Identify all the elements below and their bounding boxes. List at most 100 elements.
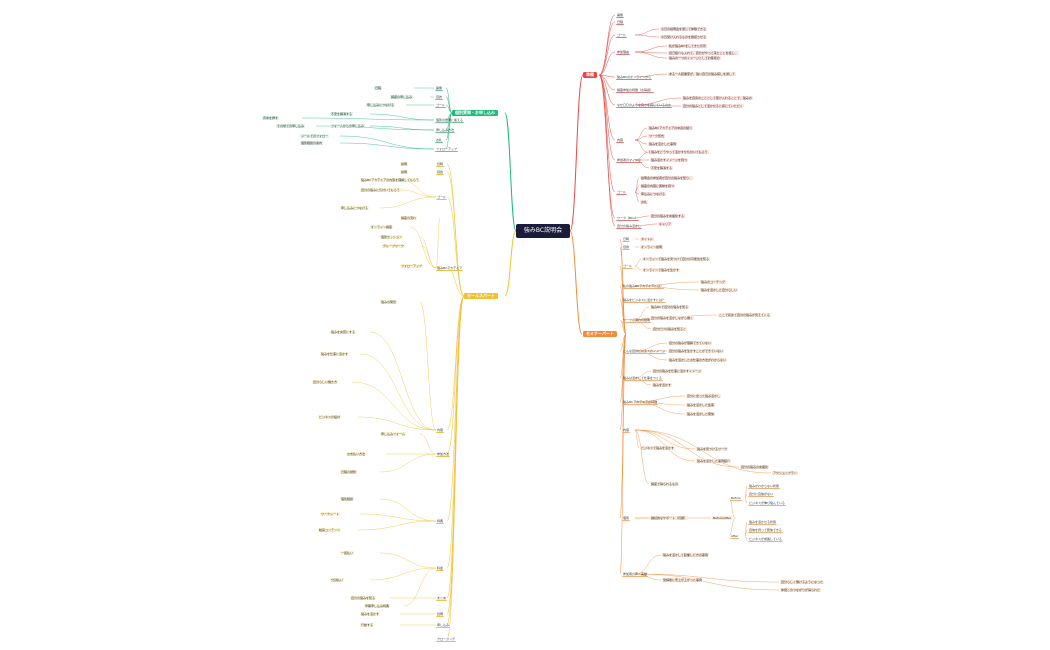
mindmap-node[interactable]: 目的 xyxy=(436,170,445,175)
mindmap-node[interactable]: 自分の強みを言語化する xyxy=(650,214,686,218)
mindmap-node[interactable]: 強みを自身のこととして受け入れることで、強みの xyxy=(682,96,753,100)
mindmap-node[interactable]: 自分に自信がない xyxy=(748,492,775,497)
mindmap-node[interactable]: キャリア xyxy=(658,222,673,226)
mindmap-node[interactable]: 料金 xyxy=(436,566,445,571)
mindmap-node[interactable]: 説明 xyxy=(400,170,409,174)
mindmap-node[interactable]: 個別セッション xyxy=(380,235,404,239)
branch-prep[interactable]: 準備 xyxy=(583,72,597,78)
mindmap-node[interactable]: 参加方法 xyxy=(436,452,451,457)
mindmap-node[interactable]: 日時 xyxy=(436,162,445,167)
mindmap-node[interactable]: 自分の強みを活かしながら働く xyxy=(650,316,695,320)
mindmap-node[interactable]: 自分に合った強み活かし xyxy=(686,394,722,398)
mindmap-node[interactable]: 参加者のマインド xyxy=(616,158,643,163)
mindmap-node[interactable]: 受講後に売上が上がった事例 xyxy=(662,578,704,582)
mindmap-node[interactable]: ゴール xyxy=(622,264,634,269)
mindmap-node[interactable]: 早期申し込み特典 xyxy=(364,604,391,608)
mindmap-node[interactable]: 個別相談の案内 xyxy=(300,141,324,145)
mindmap-node[interactable]: 自分の強みを知る xyxy=(350,596,377,600)
mindmap-node[interactable]: フォームからの申し込み xyxy=(330,124,365,128)
mindmap-node[interactable]: ビジネスが成長している xyxy=(748,537,783,542)
mindmap-node[interactable]: 開催 xyxy=(435,86,444,91)
mindmap-node[interactable]: 強みを活かしたお仕事の方法がわからない xyxy=(668,358,728,362)
mindmap-node[interactable]: 強みの発見 xyxy=(380,300,398,304)
mindmap-node[interactable]: 強みを活かせる状態 xyxy=(748,520,778,525)
mindmap-node[interactable]: 個別相談 xyxy=(340,497,355,501)
mindmap-node[interactable]: 自分の強みに気付いてもらう xyxy=(360,188,401,192)
mindmap-node[interactable]: 強みのコーチング xyxy=(700,280,727,284)
mindmap-node[interactable]: 自分の強みが理解できていない xyxy=(668,341,713,345)
mindmap-node[interactable]: 特典 xyxy=(436,519,445,524)
mindmap-node[interactable]: 申し込みにつなげる xyxy=(366,103,396,107)
mindmap-node[interactable]: Before/After xyxy=(712,516,733,520)
mindmap-node[interactable]: 強みは活かして仕事をつくる xyxy=(622,376,663,381)
mindmap-node[interactable]: 強みをビジネスに活かすには？ xyxy=(622,298,667,303)
mindmap-node[interactable]: お支払い方法 xyxy=(346,452,367,456)
mindmap-node[interactable]: 動画コンテンツ xyxy=(318,528,342,532)
mindmap-node[interactable]: 自分の強みを仕事に活かすイメージ xyxy=(652,369,702,373)
mindmap-node[interactable]: ゴール xyxy=(616,190,628,195)
mindmap-node[interactable]: 強みを仕事に活かす xyxy=(320,352,350,356)
mindmap-node[interactable]: 日時 xyxy=(622,237,631,242)
mindmap-node[interactable]: 私の強みBCアカデミアとは？ xyxy=(622,284,665,289)
mindmap-node[interactable]: 日程 xyxy=(616,20,625,25)
mindmap-node[interactable]: 説明会の参加者が自分の強みを知り、 xyxy=(640,176,693,180)
mindmap-node[interactable]: ゴール xyxy=(436,195,448,200)
mindmap-node[interactable]: 強みを活かして起業した方の事例 xyxy=(662,553,709,557)
mindmap-node[interactable]: ビジネスで強みを活かす xyxy=(640,446,676,450)
mindmap-node[interactable]: 強みを言葉にする xyxy=(330,330,357,334)
mindmap-node[interactable]: 目的 xyxy=(622,245,631,250)
mindmap-node[interactable]: 強みをどうやって活かすか気付いてもらう xyxy=(650,150,709,154)
mindmap-node[interactable]: 今日の説明会を通じて体験できる xyxy=(660,27,707,31)
mindmap-node[interactable]: アクションプラン xyxy=(772,471,798,475)
mindmap-node[interactable]: 自信を持って発信できる xyxy=(748,528,783,533)
mindmap-node[interactable]: 申し込みフォーム xyxy=(380,432,406,436)
mindmap-node[interactable]: フォローアップ xyxy=(400,264,423,268)
mindmap-node[interactable]: 申し込み xyxy=(436,623,451,628)
mindmap-node[interactable]: お礼 xyxy=(640,200,649,204)
mindmap-node[interactable]: 私が強みBCをしてきた背景 xyxy=(668,44,707,48)
mindmap-node[interactable]: 強みBCアカデミアの特徴 xyxy=(622,400,659,405)
mindmap-node[interactable]: 行動する xyxy=(360,623,375,627)
mindmap-node[interactable]: ワークシート xyxy=(320,512,341,516)
mindmap-node[interactable]: 日程 xyxy=(374,86,383,90)
branch-sales[interactable]: セールスパート xyxy=(464,293,498,299)
mindmap-node[interactable]: 強みBCアカデミア xyxy=(436,266,464,271)
mindmap-node[interactable]: ワーク形式 xyxy=(648,134,666,138)
mindmap-node[interactable]: 強みBCで自分の強みを知る xyxy=(650,305,690,309)
mindmap-node[interactable]: 自分らしい働き方 xyxy=(312,380,339,384)
mindmap-node[interactable]: 説明 xyxy=(400,162,409,166)
mindmap-node[interactable]: ワークの流れの説明 xyxy=(622,318,652,323)
mindmap-node[interactable]: After xyxy=(730,534,740,539)
mindmap-node[interactable]: 今日受け入れるものを確認させる xyxy=(660,35,708,39)
mindmap-node[interactable]: ゴール xyxy=(435,103,447,108)
mindmap-node[interactable]: 質問 xyxy=(436,612,445,617)
mindmap-node[interactable]: 講座の流れ xyxy=(400,216,418,220)
mindmap-node[interactable]: 自分だけの強みを知ると xyxy=(652,327,688,331)
mindmap-node[interactable]: 講座参加の特徴（お得感） xyxy=(616,88,655,93)
mindmap-node[interactable]: 一括払い xyxy=(340,551,355,555)
mindmap-node[interactable]: 個別 xyxy=(622,516,631,521)
mindmap-node[interactable]: 強みBCアカデミアの内容を理解してもらう xyxy=(360,178,420,182)
mindmap-node[interactable]: 不安を解消する xyxy=(650,166,674,170)
mindmap-node[interactable]: 講座の申し込み xyxy=(390,95,414,99)
mindmap-node[interactable]: 申し込み方法 xyxy=(435,128,456,133)
mindmap-node[interactable]: 強みBCアカデミアの中身の紹介 xyxy=(648,126,694,130)
mindmap-node[interactable]: お礼 xyxy=(435,138,444,143)
mindmap-node[interactable]: オンライン説明 xyxy=(640,245,664,249)
mindmap-node[interactable]: 強みを活かした集客 xyxy=(686,403,716,407)
mindmap-node[interactable]: 強みの一つのイメージとしてお客様の xyxy=(668,56,721,60)
mindmap-node[interactable]: 申込みにつなげる xyxy=(640,192,667,196)
mindmap-node[interactable]: オンラインで強みを見つけて自分の可能性を知る xyxy=(642,257,711,261)
mindmap-node[interactable]: 継続的なサポート（月額） xyxy=(650,516,689,520)
mindmap-node[interactable]: タイトル xyxy=(640,237,655,241)
mindmap-node[interactable]: オンライン講座 xyxy=(370,225,394,229)
mindmap-node[interactable]: ビジネスの設計 xyxy=(318,415,342,419)
mindmap-node[interactable]: 強み活かすイメージを持つ xyxy=(650,158,688,162)
mindmap-node[interactable]: 目的 xyxy=(435,95,444,100)
mindmap-node[interactable]: 自分の強み活かし xyxy=(616,224,643,229)
mindmap-node[interactable]: ビジネスが伸び悩んでいる xyxy=(748,501,786,506)
mindmap-node[interactable]: 日程の調整 xyxy=(340,470,358,474)
mindmap-node[interactable]: なぜ〇〇のような良さを感じているのか xyxy=(616,103,673,108)
root-node[interactable]: 強みBC説明会 xyxy=(516,224,570,238)
mindmap-node[interactable]: 自分の強みとして活かせると感じていただく xyxy=(682,104,744,108)
